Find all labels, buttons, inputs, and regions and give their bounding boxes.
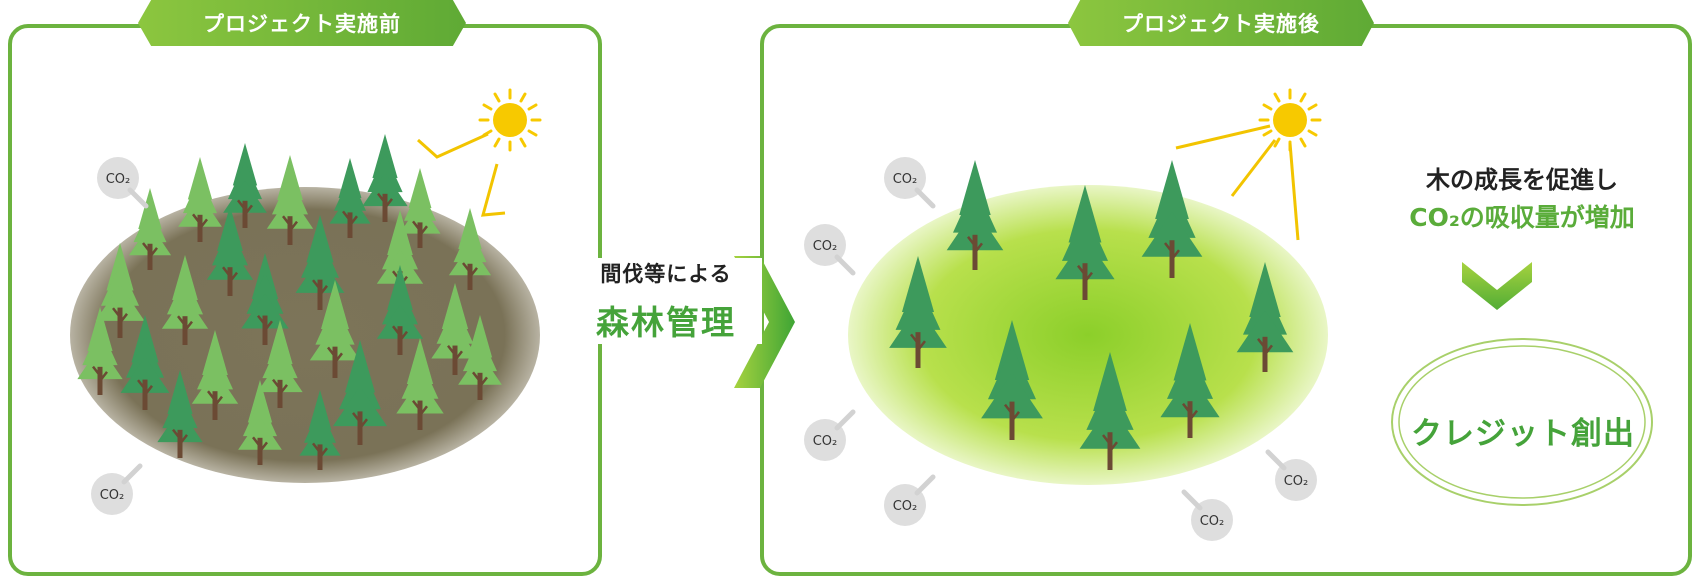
tree-icon <box>981 320 1043 440</box>
tree-icon <box>1141 160 1203 278</box>
tree-icon <box>458 315 502 400</box>
svg-text:CO₂: CO₂ <box>1200 514 1225 529</box>
tree-icon <box>178 157 222 242</box>
tree-icon <box>120 315 170 410</box>
svg-text:CO₂: CO₂ <box>1284 474 1309 489</box>
tree-icon <box>299 390 341 470</box>
tree-icon <box>238 380 282 465</box>
tree-icon <box>1055 185 1115 300</box>
tree-icon <box>448 208 492 290</box>
tree-icon <box>1236 262 1294 372</box>
tree-icon <box>362 134 408 222</box>
tree-icon <box>1079 352 1141 470</box>
tree-icon <box>241 253 289 345</box>
tree-icon <box>257 320 303 408</box>
co2-bubble-icon: CO₂ <box>97 157 149 209</box>
tree-icon <box>399 168 441 248</box>
credit-ellipse-outer <box>1391 338 1653 506</box>
management-title: 森林管理 <box>596 303 736 342</box>
tree-icon <box>889 256 947 368</box>
dense-forest <box>77 134 502 470</box>
tree-icon <box>191 330 239 420</box>
tree-icon <box>946 160 1004 270</box>
sun-icon <box>1258 88 1322 152</box>
credit-label: クレジット創出 <box>1411 416 1635 452</box>
tree-icon <box>157 370 203 458</box>
svg-text:CO₂: CO₂ <box>893 172 918 187</box>
tree-icon <box>329 158 371 238</box>
svg-text:CO₂: CO₂ <box>813 239 838 254</box>
co2-bubble-icon: CO₂ <box>1181 489 1233 541</box>
tree-icon <box>431 283 479 375</box>
co2-bubble-icon: CO₂ <box>1265 449 1317 501</box>
co2-bubble-icon: CO₂ <box>91 463 143 515</box>
sunlight-arrow-icon <box>1175 124 1300 241</box>
tree-icon <box>309 280 361 378</box>
co2-bubble-icon: CO₂ <box>884 157 936 209</box>
chevron-right-icon <box>734 256 795 388</box>
before-tab-label: プロジェクト実施前 <box>138 0 466 46</box>
co2-bubbles: CO₂ CO₂ CO₂ CO₂ CO₂ CO₂ CO₂ CO₂ <box>91 157 1317 541</box>
tree-icon <box>396 338 444 430</box>
svg-text:CO₂: CO₂ <box>100 488 125 503</box>
co2-bubble-icon: CO₂ <box>804 224 856 276</box>
tree-icon <box>376 265 424 355</box>
thinned-forest <box>889 160 1294 470</box>
tree-icon <box>223 143 267 228</box>
tree-icon <box>295 215 345 310</box>
growth-caption: 木の成長を促進し <box>1426 166 1618 194</box>
co2-bubble-icon: CO₂ <box>804 409 856 461</box>
tree-icon <box>206 206 254 296</box>
svg-text:CO₂: CO₂ <box>893 499 918 514</box>
absorption-caption: CO₂の吸収量が増加 <box>1409 203 1635 232</box>
sun-icon <box>478 88 542 152</box>
management-caption: 間伐等による <box>600 262 732 286</box>
sunlight-arrow-icon <box>416 132 506 217</box>
svg-text:CO₂: CO₂ <box>106 172 131 187</box>
middle-label: 間伐等による 森林管理 <box>570 258 762 344</box>
tree-icon <box>332 340 388 445</box>
chevron-down-icon <box>1462 262 1532 310</box>
tree-icon <box>128 188 172 270</box>
after-tab-label: プロジェクト実施後 <box>1068 0 1374 46</box>
tree-icon <box>95 243 145 338</box>
tree-icon <box>1160 323 1220 438</box>
tree-icon <box>161 255 209 345</box>
tree-icon <box>266 155 314 245</box>
co2-bubble-icon: CO₂ <box>884 474 936 526</box>
credit-ellipse-inner <box>1398 345 1646 499</box>
tree-icon <box>77 307 123 395</box>
svg-text:CO₂: CO₂ <box>813 434 838 449</box>
